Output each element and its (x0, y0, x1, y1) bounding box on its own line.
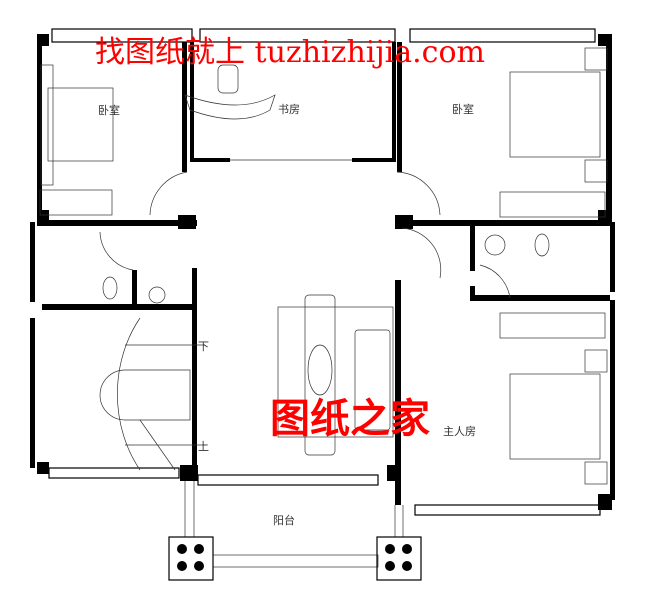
staircase (99, 317, 205, 471)
pillar-left (168, 536, 214, 581)
chair (217, 64, 239, 94)
furniture (39, 47, 608, 485)
wardrobe-right (499, 191, 606, 218)
wardrobe-left (39, 189, 113, 216)
label-stair-down: 下 (198, 340, 209, 353)
sink-right (484, 234, 506, 256)
pillar-right (376, 536, 422, 581)
bed-master (509, 373, 601, 460)
watermark-top: 找图纸就上 tuzhizhijia.com (95, 35, 485, 70)
wardrobe-master (499, 312, 606, 339)
interior-walls (37, 42, 612, 468)
label-balcony: 阳台 (273, 513, 295, 527)
doors (99, 171, 511, 299)
toilet-right (534, 233, 550, 257)
label-bedroom-right: 卧室 (452, 102, 474, 116)
desk (184, 94, 276, 120)
sofa (354, 329, 391, 431)
bed-left (47, 87, 114, 162)
label-study: 书房 (278, 103, 300, 116)
outer-walls (30, 28, 615, 516)
bed-right (509, 71, 601, 158)
sofa-chair (304, 294, 336, 456)
label-bedroom-left: 卧室 (98, 103, 120, 117)
balcony-structure (168, 481, 422, 581)
label-stair-up: 上 (198, 440, 209, 453)
watermark-center: 图纸之家 (270, 395, 430, 442)
label-master-bedroom: 主人房 (443, 425, 476, 438)
toilet-left (102, 276, 118, 300)
sink-left (148, 286, 166, 304)
rug (277, 306, 394, 438)
